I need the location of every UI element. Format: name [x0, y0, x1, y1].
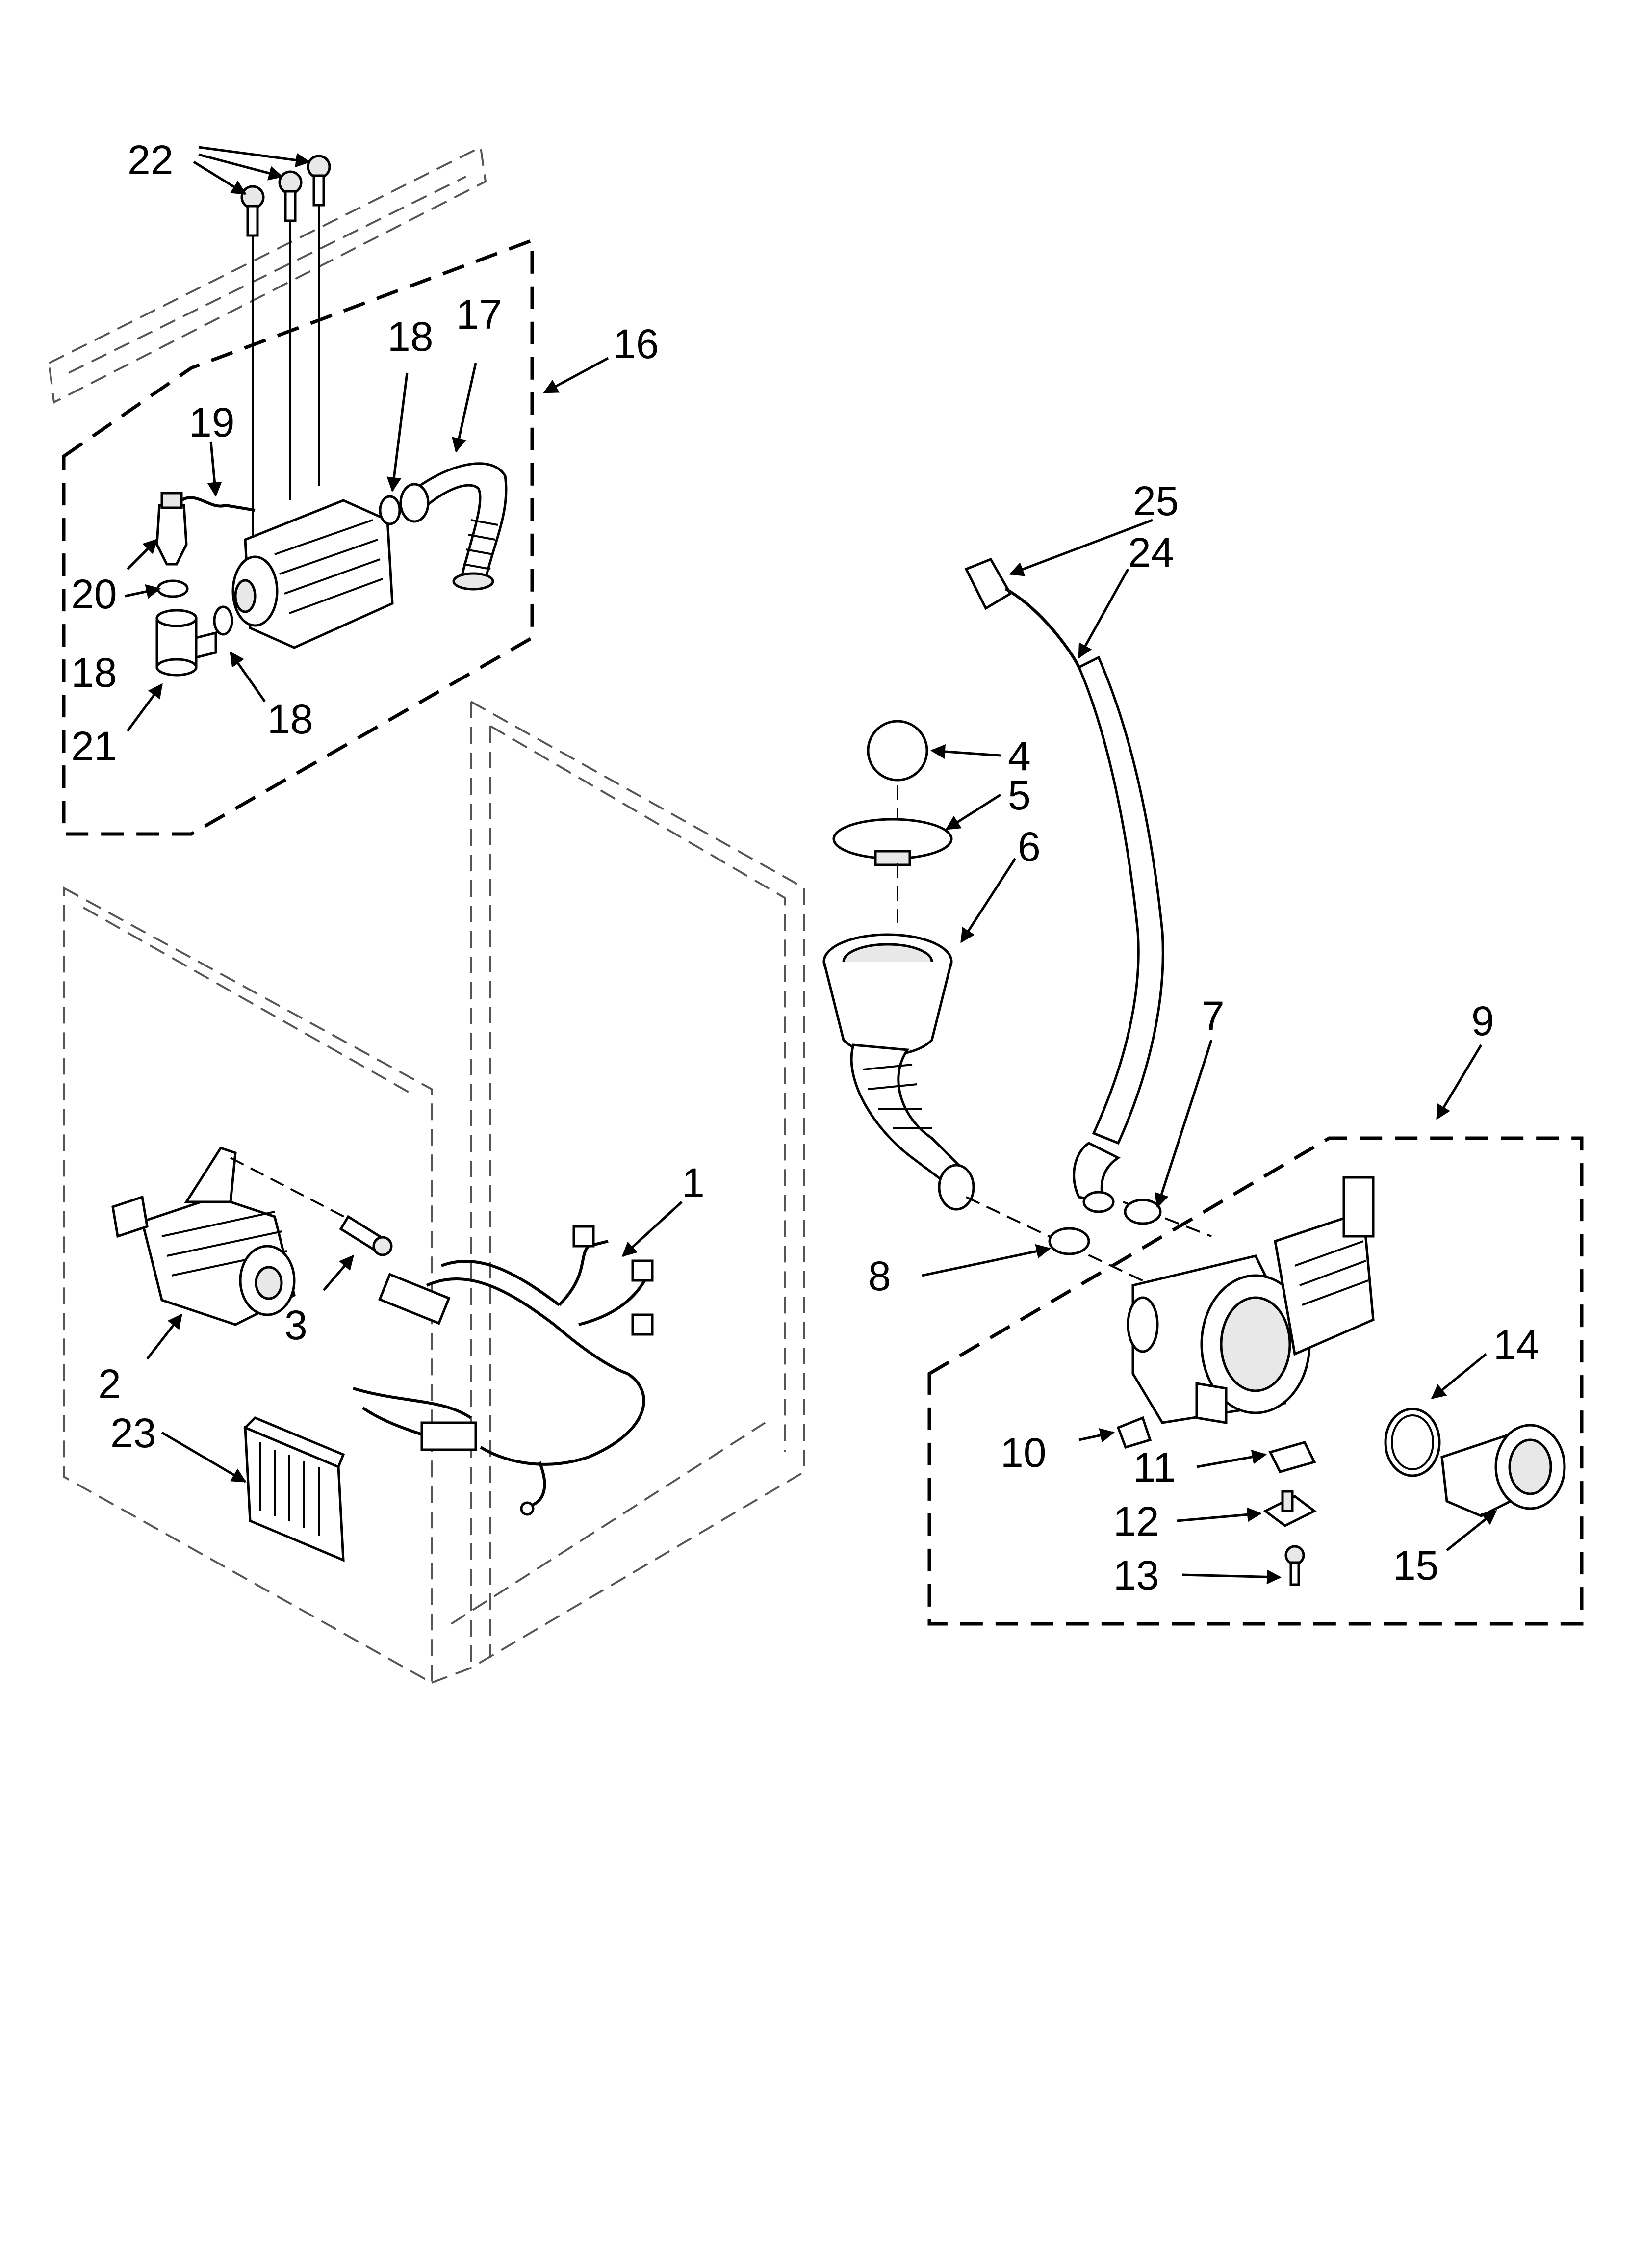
pump-seal	[1268, 1441, 1316, 1473]
callout-12: 12	[1113, 1498, 1159, 1544]
callout-2: 2	[98, 1361, 121, 1407]
cabinet-outline	[63, 701, 805, 1685]
screw-22-b	[278, 170, 303, 222]
heater-housing	[231, 499, 394, 649]
pump-clip	[1116, 1416, 1152, 1449]
callout-23: 23	[110, 1410, 156, 1456]
gasket-18-sensor	[156, 579, 189, 598]
callout-3: 3	[284, 1302, 308, 1348]
drain-filter	[1440, 1424, 1566, 1517]
clamp-8	[1048, 1227, 1090, 1255]
screw-22-a	[240, 185, 265, 237]
leader-lines	[125, 146, 1497, 1585]
callout-19: 19	[189, 399, 234, 445]
callout-14: 14	[1493, 1322, 1539, 1368]
callout-8: 8	[868, 1253, 891, 1299]
clamp-7	[1124, 1199, 1162, 1225]
motor-bolt	[339, 1215, 393, 1256]
seal-ball	[867, 720, 928, 782]
callout-16: 16	[613, 321, 659, 367]
drain-hose	[964, 557, 1164, 1213]
callout-20: 20	[71, 571, 117, 617]
pump-screw	[1284, 1545, 1305, 1586]
callout-13: 13	[1113, 1552, 1159, 1598]
callout-7: 7	[1202, 993, 1225, 1039]
drain-pump	[1127, 1176, 1375, 1424]
callout-4: 4	[1008, 733, 1031, 779]
wire-harness	[353, 1225, 654, 1516]
callout-17: 17	[456, 291, 502, 338]
callout-15: 15	[1393, 1542, 1438, 1589]
callout-9: 9	[1471, 998, 1494, 1044]
callout-1: 1	[682, 1160, 705, 1206]
callout-22: 22	[128, 137, 173, 183]
heater-hose	[399, 462, 508, 591]
callout-25: 25	[1133, 478, 1179, 524]
callout-11: 11	[1133, 1444, 1176, 1490]
outlet-bellows	[822, 933, 975, 1211]
callout-5: 5	[1008, 772, 1031, 818]
callout-10: 10	[1001, 1430, 1046, 1476]
callout-21: 21	[71, 723, 117, 769]
callout-18-hose: 18	[387, 313, 433, 360]
gasket-18-hose	[379, 495, 401, 525]
pump-group	[927, 1136, 1584, 1626]
callout-labels: 1 2 3 4 5 6 7 8 9 10 11 12 13 14 15 16 1…	[71, 137, 1539, 1598]
gasket-18-outlet	[213, 605, 233, 636]
outlet-assembly	[822, 720, 975, 1211]
callout-18-sensor: 18	[71, 650, 117, 696]
filter-o-ring	[1384, 1408, 1441, 1477]
callout-6: 6	[1018, 824, 1041, 870]
callout-18-outlet: 18	[267, 696, 313, 742]
screw-22-c	[307, 155, 331, 207]
callout-24: 24	[1128, 529, 1174, 575]
control-board	[243, 1416, 345, 1562]
heater-assembly-group	[48, 145, 534, 836]
drive-motor	[111, 1147, 363, 1326]
temperature-sensor	[155, 492, 256, 566]
heater-tube	[155, 609, 217, 677]
